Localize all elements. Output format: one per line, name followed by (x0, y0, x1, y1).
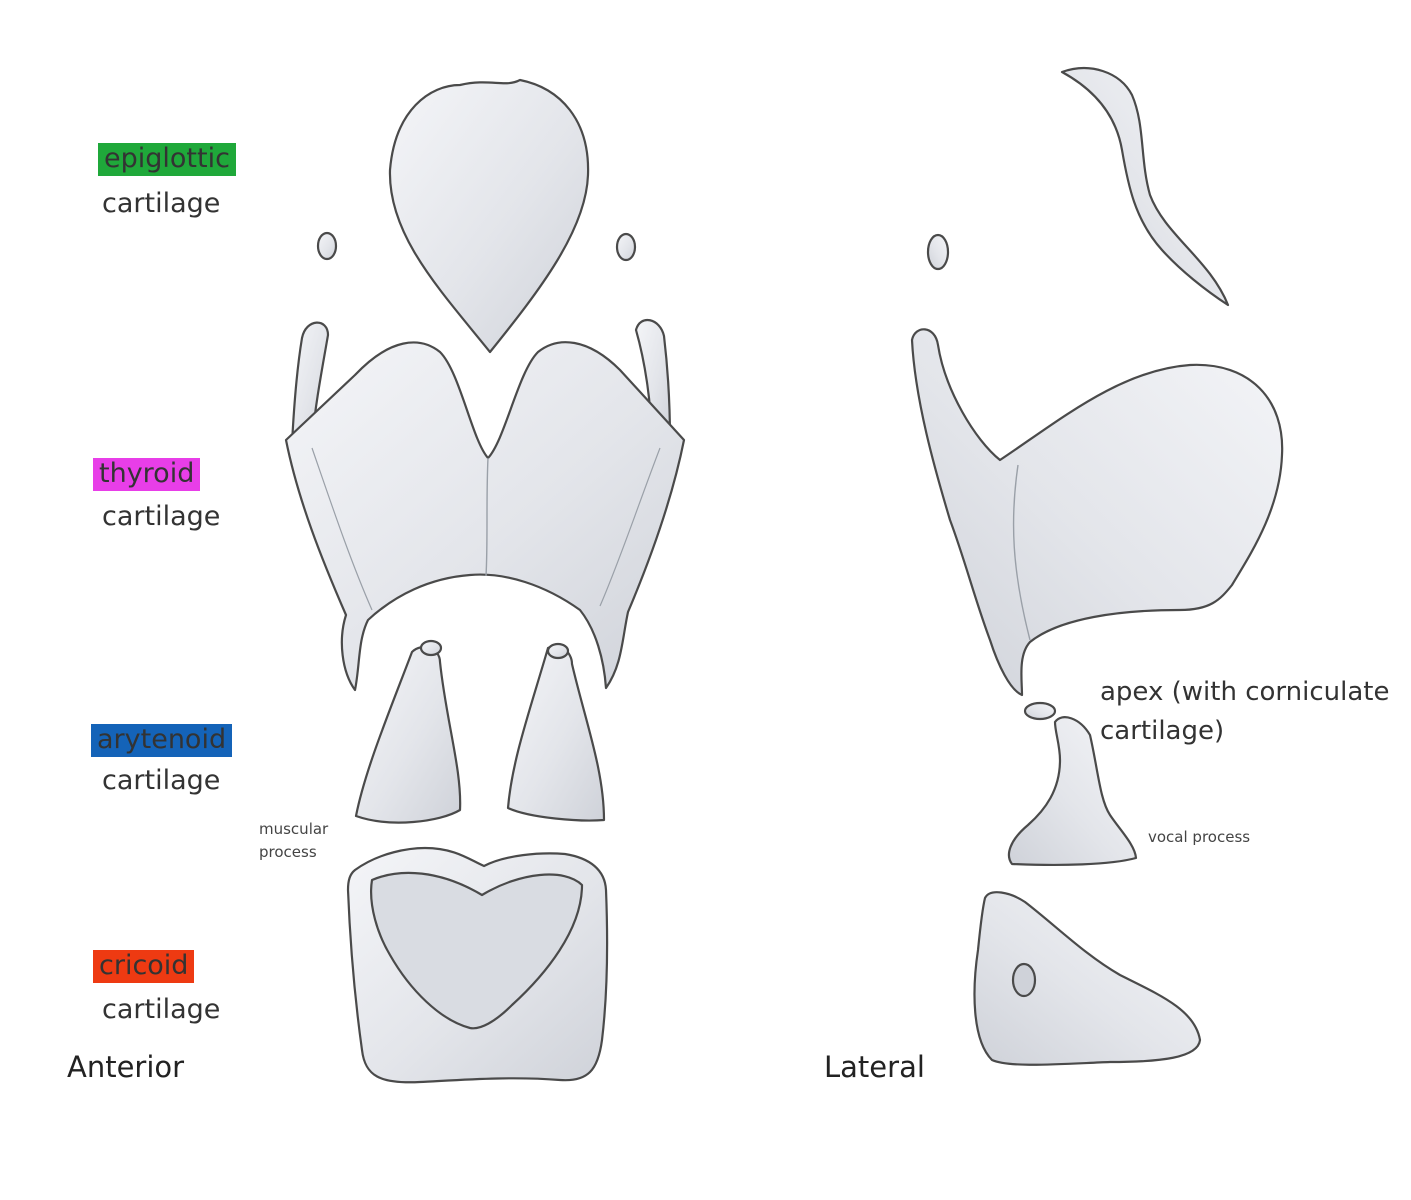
cricoid-label: cricoid (93, 950, 195, 983)
thyroid-sublabel: cartilage (102, 501, 221, 532)
anterior-corniculate-right (546, 642, 570, 660)
anterior-epiglottis (388, 78, 590, 354)
thyroid-label: thyroid (93, 458, 201, 491)
anterior-nodule-left (316, 231, 338, 261)
apex-annotation: apex (with corniculate cartilage) (1100, 673, 1389, 751)
epiglottic-label: epiglottic (98, 143, 236, 176)
vocal-process-annotation: vocal process (1148, 828, 1251, 846)
anterior-arytenoid-left (354, 645, 462, 824)
muscular-process-line-1: muscular (259, 820, 329, 838)
lateral-nodule (926, 233, 950, 271)
arytenoid-highlight: arytenoid (91, 724, 233, 757)
muscular-process-annotation: muscular process (259, 818, 328, 865)
epiglottic-sublabel: cartilage (102, 188, 221, 219)
anterior-nodule-right (615, 232, 637, 262)
anterior-thyroid-cartilage (284, 341, 686, 692)
muscular-process-line-2: process (259, 843, 317, 862)
arytenoid-sublabel: cartilage (102, 765, 221, 796)
thyroid-highlight: thyroid (93, 458, 201, 491)
anterior-thyroid-horn-left (290, 321, 330, 446)
anterior-corniculate-left (419, 639, 443, 657)
epiglottic-highlight: epiglottic (98, 143, 236, 176)
lateral-epiglottis (1060, 67, 1230, 307)
apex-line-2: cartilage) (1100, 716, 1225, 746)
arytenoid-label: arytenoid (91, 724, 233, 757)
cricoid-sublabel: cartilage (102, 994, 221, 1025)
cricoid-highlight: cricoid (93, 950, 195, 983)
lateral-corniculate (1023, 701, 1057, 721)
lateral-arytenoid (1007, 716, 1138, 866)
lateral-cricoid (973, 891, 1202, 1066)
lateral-view-title: Lateral (824, 1050, 925, 1084)
lateral-thyroid-cartilage (910, 328, 1284, 697)
anterior-arytenoid-right (506, 645, 606, 822)
apex-line-1: apex (with corniculate (1100, 677, 1390, 707)
anterior-thyroid-horn-right (634, 319, 672, 442)
anterior-view-title: Anterior (67, 1050, 185, 1084)
lateral-cricoid-facet (1011, 962, 1037, 998)
